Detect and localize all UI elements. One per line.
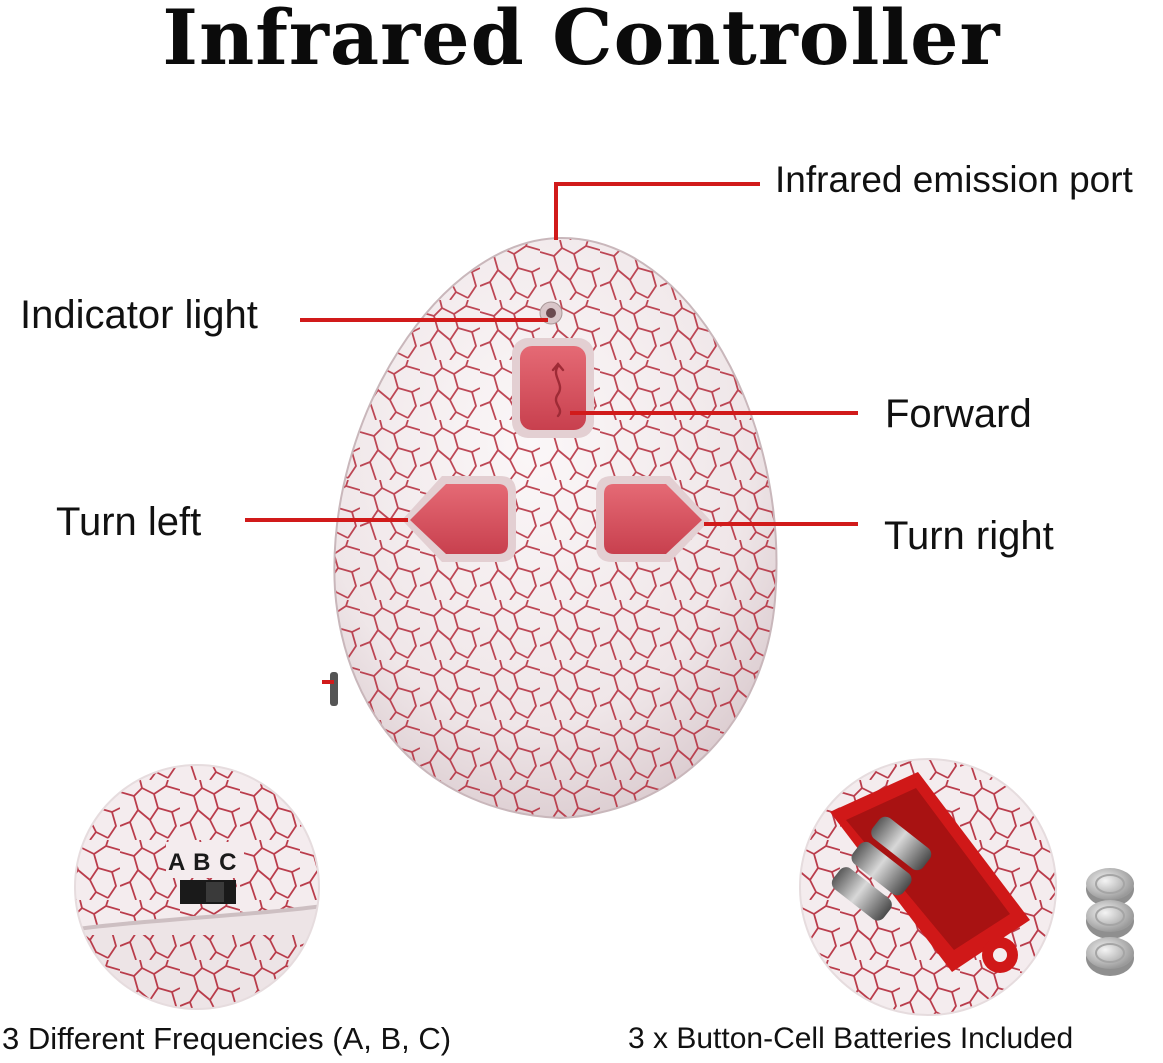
leader-lines bbox=[245, 182, 858, 684]
installed-cells bbox=[831, 816, 932, 921]
turn-left-button[interactable] bbox=[402, 476, 516, 562]
forward-button[interactable] bbox=[512, 338, 594, 438]
controller-body bbox=[330, 236, 778, 820]
arrow-right-icon bbox=[604, 484, 702, 554]
caption-batteries: 3 x Button-Cell Batteries Included bbox=[628, 1022, 1074, 1055]
button-cell-icon bbox=[1086, 937, 1134, 976]
label-indicator-light: Indicator light bbox=[20, 293, 258, 337]
label-turn-left: Turn left bbox=[56, 500, 202, 544]
label-turn-right: Turn right bbox=[884, 514, 1054, 558]
caption-frequencies: 3 Different Frequencies (A, B, C) bbox=[2, 1021, 452, 1056]
side-switch bbox=[330, 672, 338, 706]
button-cell-icon bbox=[1086, 900, 1134, 939]
arrow-left-icon bbox=[410, 484, 508, 554]
frequency-switch-inset bbox=[74, 764, 320, 1010]
label-forward: Forward bbox=[885, 392, 1032, 436]
leader-emission-port bbox=[554, 182, 760, 240]
wave-arrow-up-icon bbox=[551, 362, 565, 418]
switch-letters: A B C bbox=[168, 849, 237, 876]
label-emission-port: Infrared emission port bbox=[775, 159, 1133, 200]
turn-right-button[interactable] bbox=[596, 476, 710, 562]
button-cell-icon bbox=[1086, 868, 1134, 907]
button-cell-batteries bbox=[1086, 868, 1134, 976]
page-title: Infrared Controller bbox=[162, 0, 1001, 82]
battery-compartment-inset bbox=[799, 758, 1057, 1016]
